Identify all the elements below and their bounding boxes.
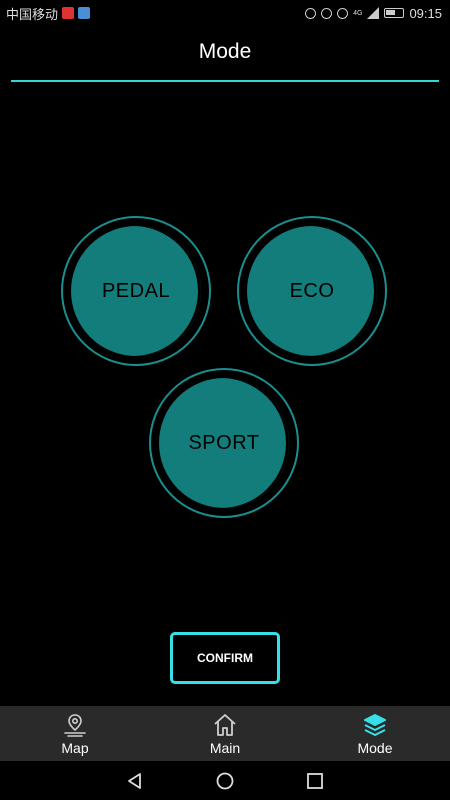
home-icon — [214, 713, 236, 736]
page-title: Mode — [198, 40, 252, 63]
confirm-button[interactable]: CONFIRM — [170, 632, 280, 684]
home-circle-icon — [216, 772, 234, 789]
carrier-label: 中国移动 — [6, 6, 59, 22]
location-icon — [305, 7, 317, 19]
system-nav-bar — [0, 761, 450, 800]
battery-icon — [384, 8, 405, 18]
recents-square-icon — [307, 772, 323, 789]
back-triangle-icon — [128, 772, 141, 789]
bottom-nav: Map Main Mode — [0, 706, 450, 761]
status-bar: 中国移动 4G 09:15 — [0, 0, 450, 26]
notification-app-icon — [62, 7, 75, 19]
mode-label-eco: ECO — [244, 223, 380, 359]
mode-button-pedal[interactable]: PEDAL — [61, 216, 211, 366]
nav-item-main[interactable]: Main — [150, 706, 300, 761]
signal-icon — [367, 7, 380, 19]
nav-label-map: Map — [61, 739, 89, 756]
header-divider — [11, 80, 439, 82]
status-left: 中国移动 — [0, 4, 91, 23]
mode-button-sport[interactable]: SPORT — [149, 368, 299, 518]
map-pin-icon — [64, 713, 86, 737]
mode-label-sport: SPORT — [156, 375, 292, 511]
layers-icon — [364, 713, 386, 736]
network-type-label: 4G — [353, 9, 363, 17]
system-home-button[interactable] — [180, 771, 270, 791]
nav-label-main: Main — [209, 739, 241, 756]
mode-label-pedal: PEDAL — [68, 223, 204, 359]
status-time: 09:15 — [409, 5, 442, 21]
notification-app-icon-2 — [78, 7, 91, 19]
nav-item-mode[interactable]: Mode — [300, 706, 450, 761]
mode-button-eco[interactable]: ECO — [237, 216, 387, 366]
system-recents-button[interactable] — [270, 771, 360, 791]
alarm-icon — [321, 7, 333, 19]
nav-label-mode: Mode — [357, 739, 393, 756]
system-back-button[interactable] — [90, 771, 180, 791]
status-right: 4G 09:15 — [305, 6, 450, 21]
eye-icon — [337, 7, 349, 19]
nav-item-map[interactable]: Map — [0, 706, 150, 761]
